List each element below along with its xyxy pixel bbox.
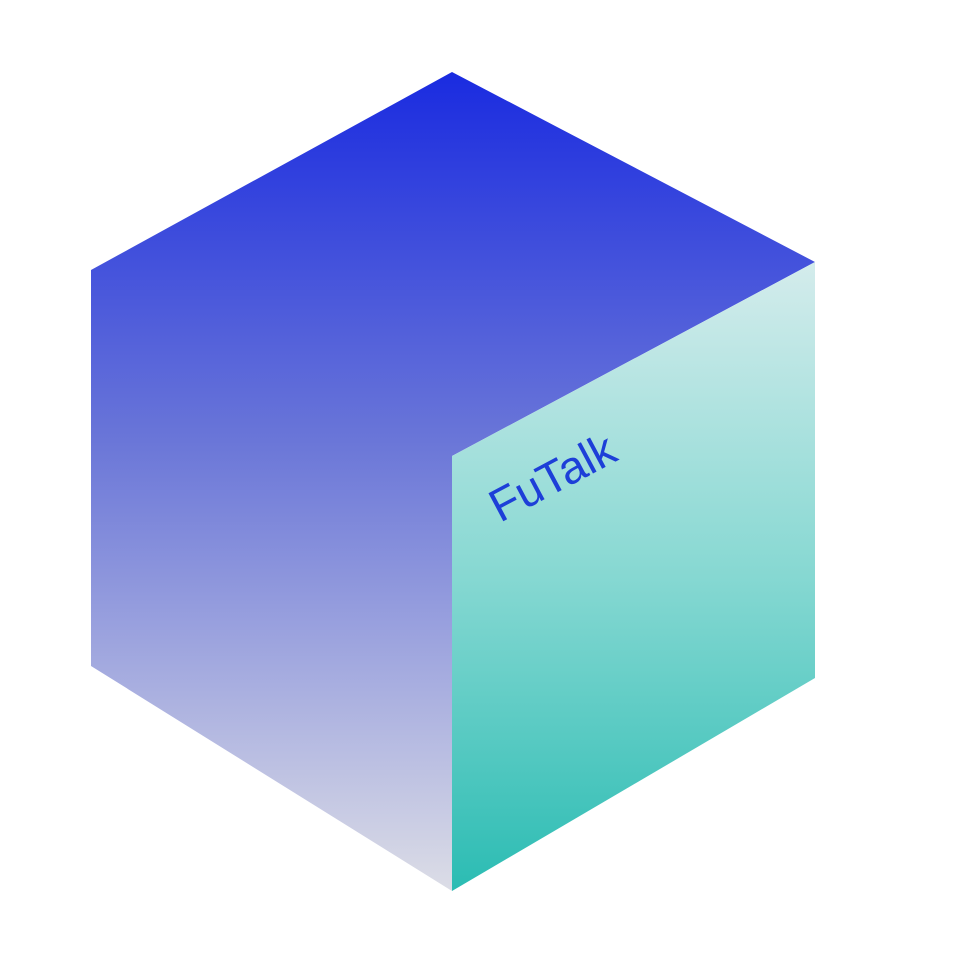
cube-front-face [91, 72, 815, 891]
cube-side-face [452, 262, 815, 891]
